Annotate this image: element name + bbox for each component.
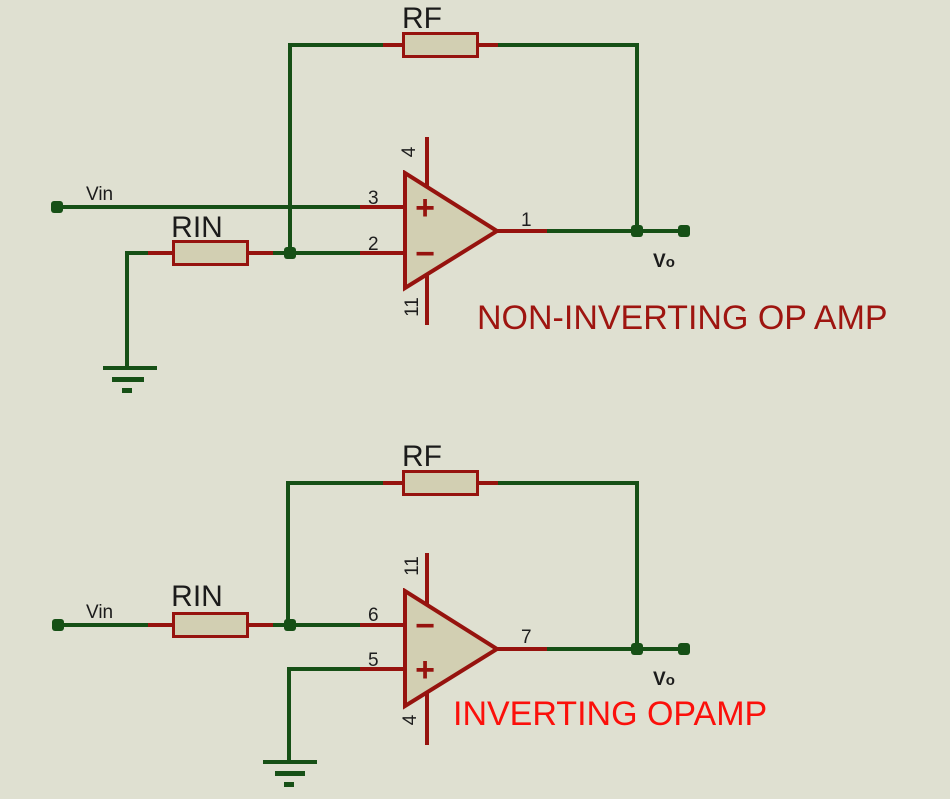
opamp-symbol[interactable] [402,588,502,710]
vin-wire[interactable] [58,623,150,627]
noninverting-input-plus-symbol: + [415,651,435,689]
vin-label[interactable]: Vin [86,602,114,623]
output-wire[interactable] [545,647,686,651]
rin-pin-stub-right [248,251,273,255]
junction-dot [284,619,296,631]
opamp-pin6-stub [360,623,407,627]
ground-bar-1 [103,366,157,370]
noninverting-input-plus-symbol: + [415,189,435,227]
rin-label[interactable]: RIN [171,580,223,613]
rf-feedback-wire-right-vertical[interactable] [635,43,639,233]
rin-resistor[interactable] [172,240,249,266]
ground-bar-1 [263,760,317,764]
vo-terminal[interactable] [678,643,690,655]
rf-label[interactable]: RF [402,440,442,473]
rin-pin-stub-left [148,623,173,627]
pin-number-output: 1 [521,210,532,231]
output-wire[interactable] [545,229,686,233]
ground-bar-3 [284,782,294,787]
inverting-input-minus-symbol: − [415,235,435,273]
ground-bar-2 [275,771,305,776]
ground-bar-2 [112,377,144,382]
vo-label[interactable]: Vo [653,669,675,690]
pin-number-noninverting: 5 [368,650,379,671]
opamp-power-pin11-stub [425,267,429,325]
rf-label[interactable]: RF [402,2,442,35]
rin-left-wire[interactable] [125,251,150,255]
opamp-power-pin11-stub [425,553,429,611]
rf-pin-stub-left [383,43,403,47]
opamp-symbol[interactable] [402,170,502,292]
rin-to-opamp-wire[interactable] [271,251,362,255]
pin-number-inverting: 2 [368,234,379,255]
opamp-pin7-stub [495,647,547,651]
rf-feedback-wire-top-right[interactable] [496,43,637,47]
rf-resistor[interactable] [402,32,479,58]
junction-dot [631,643,643,655]
opamp-power-pin4-stub [425,687,429,745]
pin-number-output: 7 [521,627,532,648]
rf-pin-stub-right [478,481,498,485]
vin-terminal[interactable] [52,619,64,631]
rf-resistor[interactable] [402,470,479,496]
noninverting-input-wire[interactable] [287,667,362,671]
inverting-input-minus-symbol: − [415,607,435,645]
rin-pin-stub-right [248,623,273,627]
opamp-pin2-stub [360,251,407,255]
rin-label[interactable]: RIN [171,211,223,244]
junction-dot [284,247,296,259]
junction-dot [631,225,643,237]
circuit-caption-non-inverting[interactable]: NON-INVERTING OP AMP [477,299,888,337]
rin-resistor[interactable] [172,612,249,638]
circuit-caption-inverting[interactable]: INVERTING OPAMP [453,695,768,733]
vin-label[interactable]: Vin [86,184,114,205]
pin-number-power-bottom: 4 [400,714,422,726]
vin-wire[interactable] [57,205,362,209]
vo-terminal[interactable] [678,225,690,237]
rin-pin-stub-left [148,251,173,255]
ground-bar-3 [122,388,132,393]
opamp-pin5-stub [360,667,407,671]
rf-pin-stub-left [383,481,403,485]
vo-label[interactable]: Vo [653,251,675,272]
rf-feedback-wire-right-vertical[interactable] [635,481,639,651]
pin-number-noninverting: 3 [368,188,379,209]
rf-feedback-wire-left-vertical[interactable] [286,481,290,627]
rf-feedback-wire-top-right[interactable] [496,481,637,485]
opamp-pin3-stub [360,205,407,209]
rf-feedback-wire-top-left[interactable] [286,481,385,485]
rf-feedback-wire-left-vertical[interactable] [288,43,292,255]
vin-terminal[interactable] [51,201,63,213]
opamp-pin1-stub [495,229,547,233]
rin-ground-wire[interactable] [125,251,129,370]
opamp-power-pin4-stub [425,137,429,195]
rin-to-opamp-wire[interactable] [271,623,362,627]
pin-number-inverting: 6 [368,605,379,626]
noninverting-ground-wire[interactable] [287,667,291,764]
rf-pin-stub-right [478,43,498,47]
pin-number-power-top: 11 [402,556,424,576]
rf-feedback-wire-top-left[interactable] [288,43,385,47]
